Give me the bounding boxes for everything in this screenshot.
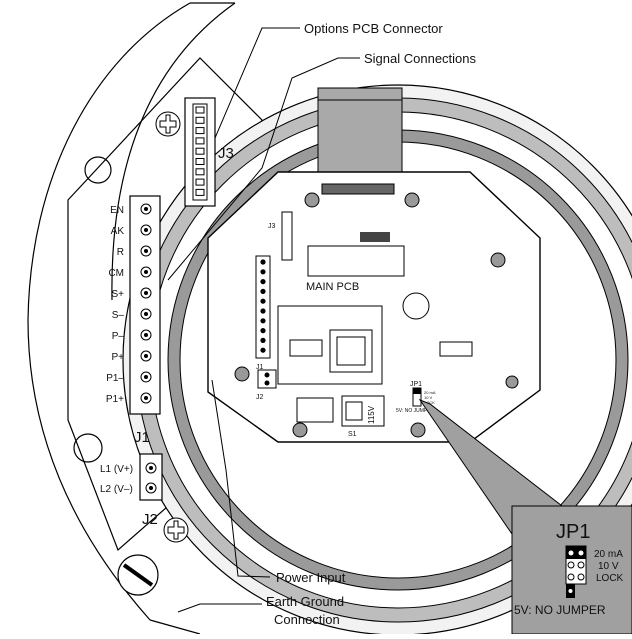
plate-hole-top <box>84 156 112 184</box>
pcb-j3-label: J3 <box>268 223 276 230</box>
callout-options-pcb: Options PCB Connector <box>304 21 443 36</box>
pcb-j1-pin-10 <box>260 347 266 353</box>
j3-pin-6 <box>195 158 205 165</box>
pcb-s1-label: S1 <box>348 431 357 438</box>
j3-pin-1 <box>195 106 205 114</box>
j3-pin-5 <box>195 147 205 155</box>
j1-terminal-screw-7 <box>144 333 148 337</box>
j3-pin-7 <box>195 168 205 176</box>
j1-pin-label: AK <box>111 226 125 237</box>
j1-terminal-screw-10 <box>144 396 148 400</box>
callout-signal: Signal Connections <box>364 51 477 66</box>
j1-pin-label: P1– <box>106 373 124 384</box>
pcb-j1-label: J1 <box>256 364 264 371</box>
j1-label: J1 <box>134 429 150 446</box>
j1-pin-label: P+ <box>111 352 124 363</box>
j2-label: J2 <box>142 511 158 528</box>
j3-label: J3 <box>218 145 234 162</box>
pcb-j1-pin-4 <box>260 288 266 294</box>
pcb-jp1-opt-3: LOCK <box>424 400 435 405</box>
j1-pin-label: S– <box>112 310 125 321</box>
pcb-j1-pin-2 <box>260 269 266 275</box>
jp1-option-20ma: 20 mA <box>594 549 623 560</box>
pcb-j2-label: J2 <box>256 394 264 401</box>
pcb-j1-pin-3 <box>260 279 266 285</box>
j2-terminal-block <box>139 453 163 501</box>
jp1-inset-note: 5V: NO JUMPER <box>514 603 606 617</box>
pcb-j1-pin-1 <box>260 259 266 265</box>
pcb-voltage-label: 115V <box>367 405 376 424</box>
jp1-inset <box>511 505 632 635</box>
main-pcb-label: MAIN PCB <box>306 281 359 293</box>
j1-pin-label: P– <box>112 331 125 342</box>
j1-terminal-screw-9 <box>144 375 148 379</box>
pcb-j1-pin-5 <box>260 298 266 304</box>
pcb-j1-pin-6 <box>260 308 266 314</box>
j3-pin-9 <box>195 188 205 196</box>
main-pcb <box>207 171 541 443</box>
j1-terminal-screw-2 <box>144 228 148 232</box>
jp1-inset-title: JP1 <box>556 521 590 543</box>
pcb-jp1-opt-2: 10 V <box>424 395 433 400</box>
pcb-j1-header <box>255 255 271 359</box>
callout-earth-1: Earth Ground <box>266 594 344 609</box>
pcb-j1-pin-8 <box>260 328 266 334</box>
j3-pin-4 <box>195 137 205 145</box>
pcb-jp1-note: 5V: NO JUMPER <box>396 408 435 414</box>
j3-pin-3 <box>195 127 205 135</box>
pcb-jp1-opt-1: 20 mA <box>424 390 436 395</box>
jp1-option-lock: LOCK <box>596 573 624 584</box>
j1-pin-label: CM <box>108 268 124 279</box>
j2-pin-1: L1 (V+) <box>100 464 133 475</box>
j1-terminal-screw-5 <box>144 291 148 295</box>
j1-pin-label: R <box>117 247 124 258</box>
pcb-j1-pin-7 <box>260 318 266 324</box>
j3-pin-8 <box>195 178 205 186</box>
j1-pin-labels: EN AK R CM S+ S– P– P+ P1– P1+ <box>106 205 125 405</box>
j1-pin-label: S+ <box>111 289 124 300</box>
j1-pin-label: P1+ <box>106 394 124 405</box>
j1-terminal-screw-8 <box>144 354 148 358</box>
pcb-j3-header <box>281 211 293 261</box>
j1-pin-label: EN <box>110 205 124 216</box>
leader-lines <box>167 27 360 613</box>
callout-earth-2: Connection <box>274 612 340 627</box>
plate-hole-bottom <box>73 433 103 463</box>
pcb-j1-pin-9 <box>260 337 266 343</box>
j3-pin-2 <box>195 116 205 124</box>
j1-terminal-screw-4 <box>144 270 148 274</box>
callout-power: Power Input <box>276 570 346 585</box>
j2-pin-2: L2 (V–) <box>100 484 133 495</box>
earth-ground-screw <box>117 554 159 596</box>
j1-terminal-screw-3 <box>144 249 148 253</box>
j1-terminal-screw-1 <box>144 207 148 211</box>
j3-connector <box>155 97 216 207</box>
j1-terminal-block <box>129 195 161 415</box>
jp1-option-10v: 10 V <box>598 561 619 572</box>
j1-terminal-screw-6 <box>144 312 148 316</box>
pcb-jp1-label: JP1 <box>410 381 422 388</box>
pcb-j2-header <box>257 369 277 389</box>
